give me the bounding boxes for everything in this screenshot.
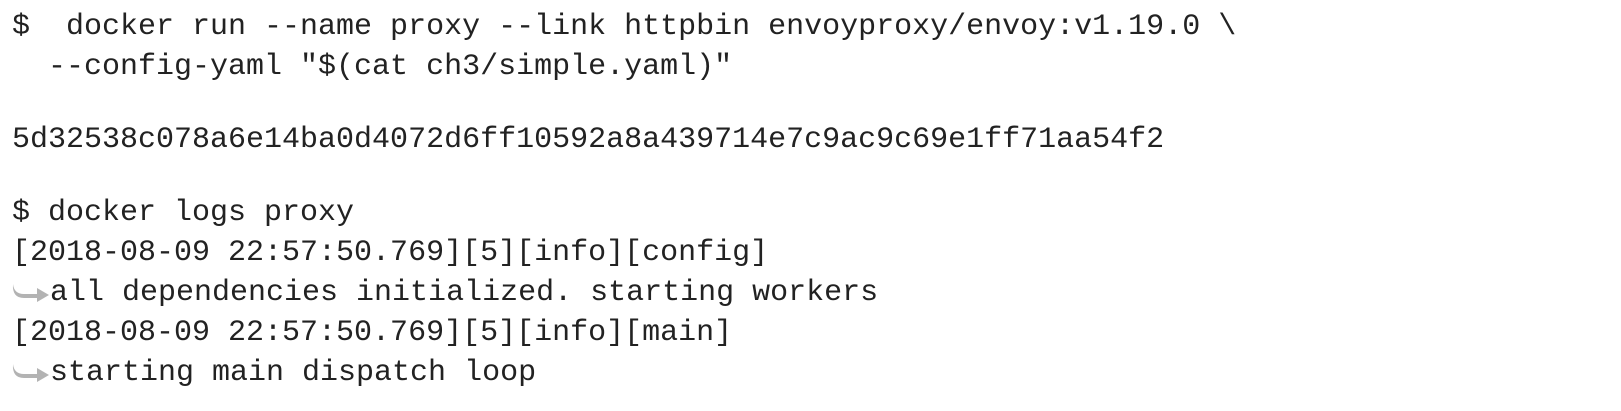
log-entry-prefix: [2018-08-09 22:57:50.769][5][info][confi…: [12, 236, 769, 270]
command-docker-run: $ docker run --name proxy --link httpbin…: [12, 10, 1237, 44]
code-listing: $ docker run --name proxy --link httpbin…: [12, 7, 1612, 393]
log-entry-message: all dependencies initialized. starting w…: [12, 273, 1612, 313]
line-continuation-arrow-icon: [12, 273, 50, 313]
log-entry-message: starting main dispatch loop: [12, 353, 1612, 393]
log-message-text: starting main dispatch loop: [50, 356, 537, 390]
log-message-text: all dependencies initialized. starting w…: [50, 276, 879, 310]
command-docker-run-continuation: --config-yaml "$(cat ch3/simple.yaml)": [12, 50, 733, 84]
container-id-output: 5d32538c078a6e14ba0d4072d6ff10592a8a4397…: [12, 123, 1165, 157]
blank-line: [12, 160, 1612, 193]
line-continuation-arrow-icon: [12, 353, 50, 393]
command-docker-logs: $ docker logs proxy: [12, 196, 355, 230]
blank-line: [12, 87, 1612, 120]
log-entry-prefix: [2018-08-09 22:57:50.769][5][info][main]: [12, 316, 733, 350]
